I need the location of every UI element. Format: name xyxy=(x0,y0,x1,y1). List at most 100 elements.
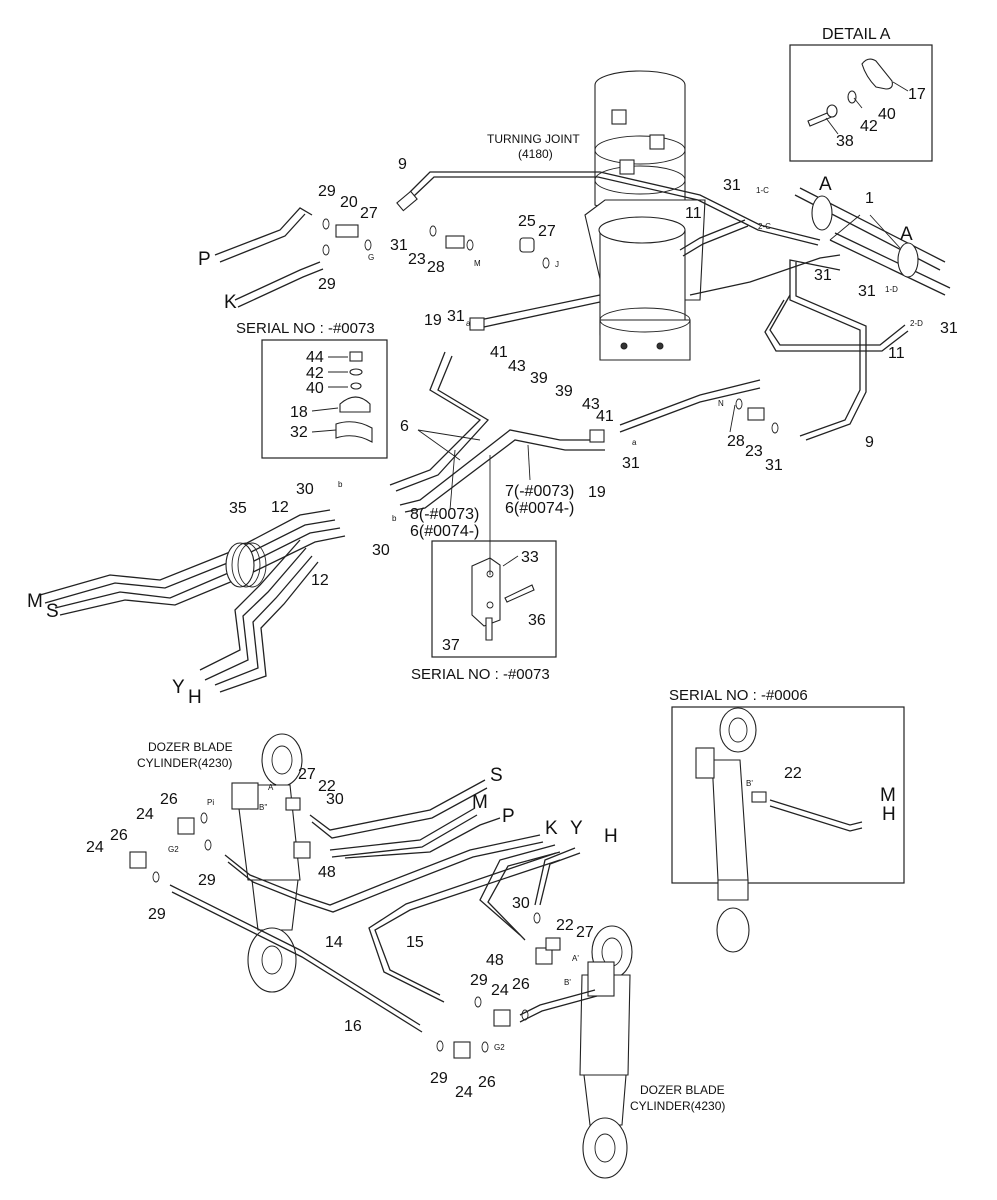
letter-m-bottom: M xyxy=(472,792,488,813)
callout-26-c: 26 xyxy=(512,976,530,993)
callout-6-b: 6(#0074-) xyxy=(505,500,574,517)
port-m: M xyxy=(474,259,481,268)
letter-k-top: K xyxy=(224,292,237,313)
callout-15: 15 xyxy=(406,934,424,951)
port-a-1: a xyxy=(466,319,471,328)
callout-39-a: 39 xyxy=(530,370,548,387)
top-letters: P K M S Y H A A xyxy=(27,174,913,708)
lower-callouts: 26 24 26 24 29 27 22 30 48 14 29 16 15 3… xyxy=(86,766,594,1101)
callout-23-a: 23 xyxy=(408,251,426,268)
dozer-right-label: DOZER BLADE xyxy=(640,1083,725,1097)
callout-30-b: 30 xyxy=(372,542,390,559)
callout-29-a: 29 xyxy=(318,183,336,200)
detail-a-part-38: 38 xyxy=(836,133,854,150)
section-label-a2: A xyxy=(900,224,913,245)
dozer-left-label: DOZER BLADE xyxy=(148,740,233,754)
detail-a-title: DETAIL A xyxy=(822,26,891,43)
port-b1-box3: B' xyxy=(746,779,753,788)
box2-part-37: 37 xyxy=(442,637,460,654)
port-labels: 1-C 2-C 1-D 2-D G J M N a a b b Pi A'' B… xyxy=(168,186,923,1052)
detail-a-part-40: 40 xyxy=(878,106,896,123)
letter-s-top: S xyxy=(46,601,59,622)
callout-24-c: 24 xyxy=(491,982,509,999)
callout-11-b: 11 xyxy=(888,345,905,362)
box3-part-22: 22 xyxy=(784,765,802,782)
letter-h-bottom: H xyxy=(604,826,618,847)
callout-12-a: 12 xyxy=(271,499,289,516)
callout-8: 8(-#0073) xyxy=(410,506,479,523)
callout-27-b: 27 xyxy=(538,223,556,240)
o-rings xyxy=(152,218,779,1053)
callout-31-b: 31 xyxy=(723,177,741,194)
callout-12-b: 12 xyxy=(311,572,329,589)
callout-43-a: 43 xyxy=(508,358,526,375)
turning-joint: TURNING JOINT (4180) xyxy=(487,70,706,361)
detail-a-box: DETAIL A 17 40 42 38 xyxy=(789,26,933,162)
serial-box-3: SERIAL NO : -#0006 22 M H xyxy=(669,687,905,953)
box1-part-32: 32 xyxy=(290,424,308,441)
callout-30-d: 30 xyxy=(512,895,530,912)
port-g2-left: G2 xyxy=(168,845,179,854)
box1-part-44: 44 xyxy=(306,349,324,366)
upper-hoses xyxy=(39,171,951,693)
callout-26-a: 26 xyxy=(160,791,178,808)
port-pi: Pi xyxy=(207,798,214,807)
detail-a-part-17: 17 xyxy=(908,86,926,103)
callout-24-b: 24 xyxy=(86,839,104,856)
callout-14: 14 xyxy=(325,934,343,951)
callout-26-d: 26 xyxy=(478,1074,496,1091)
callout-22-b: 22 xyxy=(556,917,574,934)
box1-part-40: 40 xyxy=(306,380,324,397)
box1-part-42: 42 xyxy=(306,365,324,382)
port-a1-right: A' xyxy=(572,954,579,963)
letter-y-bottom: Y xyxy=(570,818,583,839)
callout-41-a: 41 xyxy=(490,344,508,361)
box3-letter-h: H xyxy=(882,804,896,825)
callout-41-b: 41 xyxy=(596,408,614,425)
section-plate-a1 xyxy=(811,195,833,231)
callout-11-a: 11 xyxy=(685,205,702,222)
serial-box-1-label: SERIAL NO : -#0073 xyxy=(236,320,375,337)
port-a2-left: A'' xyxy=(268,783,277,792)
callout-24-a: 24 xyxy=(136,806,154,823)
port-n: N xyxy=(718,399,724,408)
callout-48-b: 48 xyxy=(486,952,504,969)
port-1c: 1-C xyxy=(756,186,769,195)
callout-24-d: 24 xyxy=(455,1084,473,1101)
letter-m-top: M xyxy=(27,591,43,612)
letter-y-top: Y xyxy=(172,677,185,698)
callout-29-f: 29 xyxy=(430,1070,448,1087)
callout-28-b: 28 xyxy=(727,433,745,450)
port-a-2: a xyxy=(632,438,637,447)
dozer-left-number: CYLINDER(4230) xyxy=(137,756,232,770)
serial-box-3-label: SERIAL NO : -#0006 xyxy=(669,687,808,704)
turning-joint-label: TURNING JOINT xyxy=(487,132,580,146)
callout-39-b: 39 xyxy=(555,383,573,400)
port-b-2: b xyxy=(392,514,397,523)
callout-22-a: 22 xyxy=(318,778,336,795)
callout-30-c: 30 xyxy=(326,791,344,808)
callout-27-a: 27 xyxy=(360,205,378,222)
callout-1: 1 xyxy=(865,190,874,207)
callout-19-a: 19 xyxy=(424,312,442,329)
callout-31-f: 31 xyxy=(765,457,783,474)
letter-p-top: P xyxy=(198,249,211,270)
callout-35: 35 xyxy=(229,500,247,517)
box2-part-33: 33 xyxy=(521,549,539,566)
callout-20: 20 xyxy=(340,194,358,211)
clamp-35 xyxy=(225,542,255,588)
callout-31-d: 31 xyxy=(858,283,876,300)
box3-letter-m: M xyxy=(880,785,896,806)
upper-callouts: 9 29 20 27 29 31 23 28 25 27 31 11 1 31 … xyxy=(229,156,958,589)
callout-27-c: 27 xyxy=(298,766,316,783)
port-b-1: b xyxy=(338,480,343,489)
callout-16: 16 xyxy=(344,1018,362,1035)
callout-28-a: 28 xyxy=(427,259,445,276)
letter-k-bottom: K xyxy=(545,818,558,839)
callout-7: 7(-#0073) xyxy=(505,483,574,500)
port-b1-right: B' xyxy=(564,978,571,987)
callout-31-a: 31 xyxy=(390,237,408,254)
lower-hoses xyxy=(129,779,598,1059)
box2-part-36: 36 xyxy=(528,612,546,629)
